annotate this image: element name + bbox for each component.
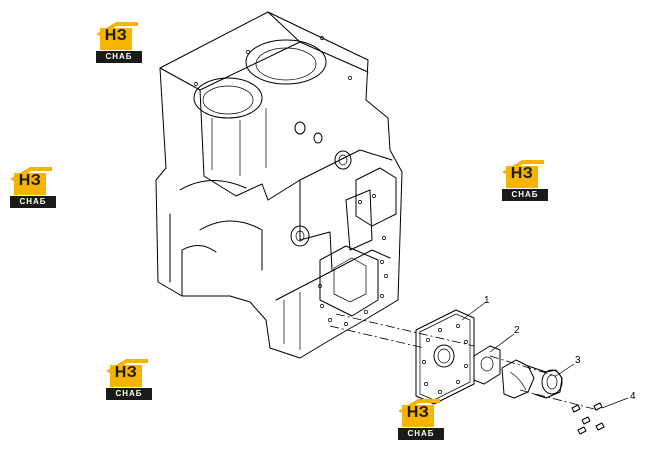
watermark-brand: НЗ [114,364,138,381]
callout-2: 2 [514,325,520,336]
watermark-brand: НЗ [510,165,534,182]
watermark-logo-icon [398,399,444,440]
watermark-logo: НЗ СНАБ [500,158,550,202]
watermark-brand: НЗ [18,172,42,189]
watermark-logo-icon [106,359,152,400]
watermark-logo: НЗ СНАБ [104,357,154,401]
watermark-logo: НЗ СНАБ [94,20,144,64]
part-2-gasket [473,345,501,385]
callout-3: 3 [575,355,581,366]
leader-lines [461,301,629,409]
watermark-logo-icon [10,167,56,208]
part-3-elbow-outlet [501,359,563,399]
watermark-sub: СНАБ [511,190,539,199]
callout-1: 1 [484,295,490,306]
watermark-logo: НЗ СНАБ [8,165,58,209]
engine-block [155,11,403,359]
watermark-sub: СНАБ [105,52,133,61]
watermark-brand: НЗ [406,404,430,421]
watermark-logo-icon [96,22,142,63]
callout-4: 4 [630,391,636,402]
watermark-logo-icon [502,160,548,201]
watermark-brand: НЗ [104,27,128,44]
watermark-sub: СНАБ [19,197,47,206]
watermark-sub: СНАБ [115,389,143,398]
assembly-axis [329,313,599,411]
part-1-cover-plate [415,309,475,405]
part-4-bolts [571,402,605,435]
watermark-sub: СНАБ [407,429,435,438]
watermark-logo: НЗ СНАБ [396,397,446,441]
